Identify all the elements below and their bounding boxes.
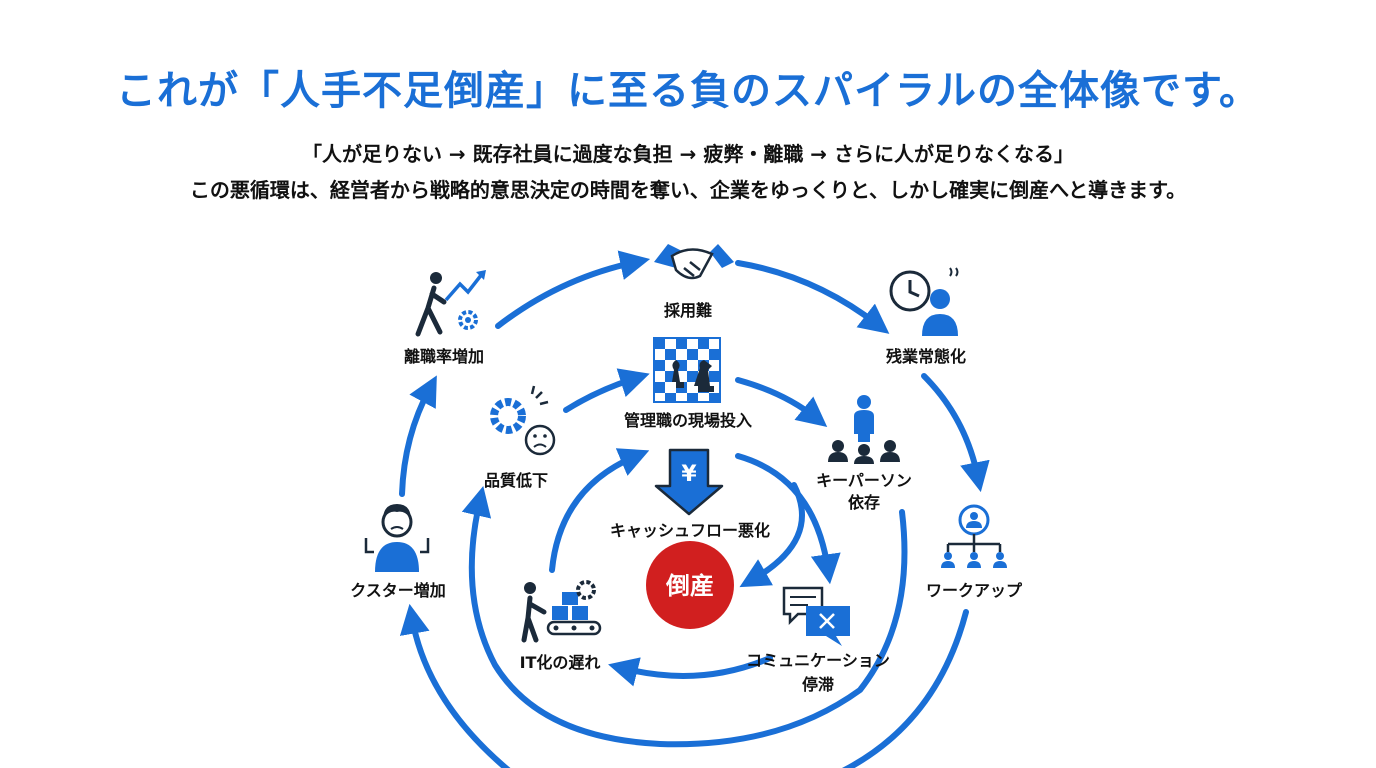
node-quality-label: 品質低下 (484, 471, 548, 490)
chat-cross-icon (782, 586, 850, 646)
node-comm-label-line1: コミュニケーション (746, 651, 890, 670)
arrow-quality-to-manager (563, 368, 650, 413)
broken-gear-sad-icon (490, 385, 556, 456)
clock-stressed-worker-icon (889, 267, 959, 336)
node-turnover-label: 離職率増加 (404, 347, 484, 366)
node-it-label: IT化の遅れ (520, 653, 601, 672)
node-cluster: クスター増加 (350, 504, 446, 600)
node-core-bankruptcy: 倒産 (646, 541, 734, 629)
arrow-overtime-to-workup (921, 373, 990, 493)
arrow-keyperson-sweep (461, 485, 908, 748)
arrow-cluster-to-turnover (399, 375, 437, 497)
node-comm: コミュニケーション 停滞 (746, 586, 890, 694)
arrow-it-to-cash (549, 448, 650, 573)
page-title: これが「人手不足倒産」に至る負のスパイラルの全体像です。 (116, 68, 1260, 114)
node-recruit: 採用難 (654, 244, 734, 320)
node-overtime-label: 残業常態化 (886, 347, 966, 366)
middle-ring-arrows (461, 368, 908, 748)
node-cash-label: キャッシュフロー悪化 (610, 521, 770, 540)
yen-symbol: ¥ (681, 462, 697, 487)
inner-ring-arrows (549, 448, 841, 687)
node-manager: 管理職の現場投入 (624, 337, 752, 430)
node-it: IT化の遅れ (520, 580, 602, 672)
node-core-label: 倒産 (665, 572, 714, 600)
stressed-person-icon (364, 504, 430, 572)
node-overtime: 残業常態化 (886, 267, 966, 366)
chess-board-icon (653, 337, 721, 403)
arrow-turnover-to-recruit (495, 250, 651, 329)
outer-ring-arrows (399, 250, 990, 768)
arrow-recruit-to-overtime (735, 260, 890, 334)
node-comm-label-line2: 停滞 (802, 675, 834, 694)
node-cash: ¥ キャッシュフロー悪化 (610, 448, 770, 540)
handshake-icon (654, 244, 734, 280)
arrow-cash-to-core (739, 482, 805, 588)
node-keyperson-label-line2: 依存 (848, 493, 880, 512)
node-turnover: 離職率増加 (404, 270, 486, 366)
arrow-comm-to-it (608, 655, 773, 687)
org-chart-icon (941, 504, 1007, 568)
arrow-outer-bottom-to-cluster (399, 603, 511, 768)
arrow-manager-to-keyperson (735, 377, 828, 428)
yen-down-arrow-icon: ¥ (654, 448, 724, 516)
node-keyperson-label-line1: キーパーソン (816, 471, 912, 490)
arrow-workup-outer-sweep (841, 609, 969, 768)
conveyor-worker-icon (521, 580, 602, 643)
node-recruit-label: 採用難 (664, 301, 712, 320)
node-cluster-label: クスター増加 (350, 581, 446, 600)
node-workup-label: ワークアップ (926, 581, 1023, 600)
subtitle-cycle: 「人が足りない → 既存社員に過度な負担 → 疲弊・離職 → さらに人が足りなく… (301, 142, 1075, 166)
walking-person-arrow-icon (415, 270, 486, 337)
node-keyperson: キーパーソン 依存 (816, 395, 912, 512)
key-person-icon (828, 395, 900, 464)
subtitle-description: この悪循環は、経営者から戦略的意思決定の時間を奪い、企業をゆっくりと、しかし確実… (189, 178, 1187, 202)
node-workup: ワークアップ (926, 504, 1023, 600)
node-quality: 品質低下 (484, 385, 556, 490)
node-manager-label: 管理職の現場投入 (624, 411, 752, 430)
